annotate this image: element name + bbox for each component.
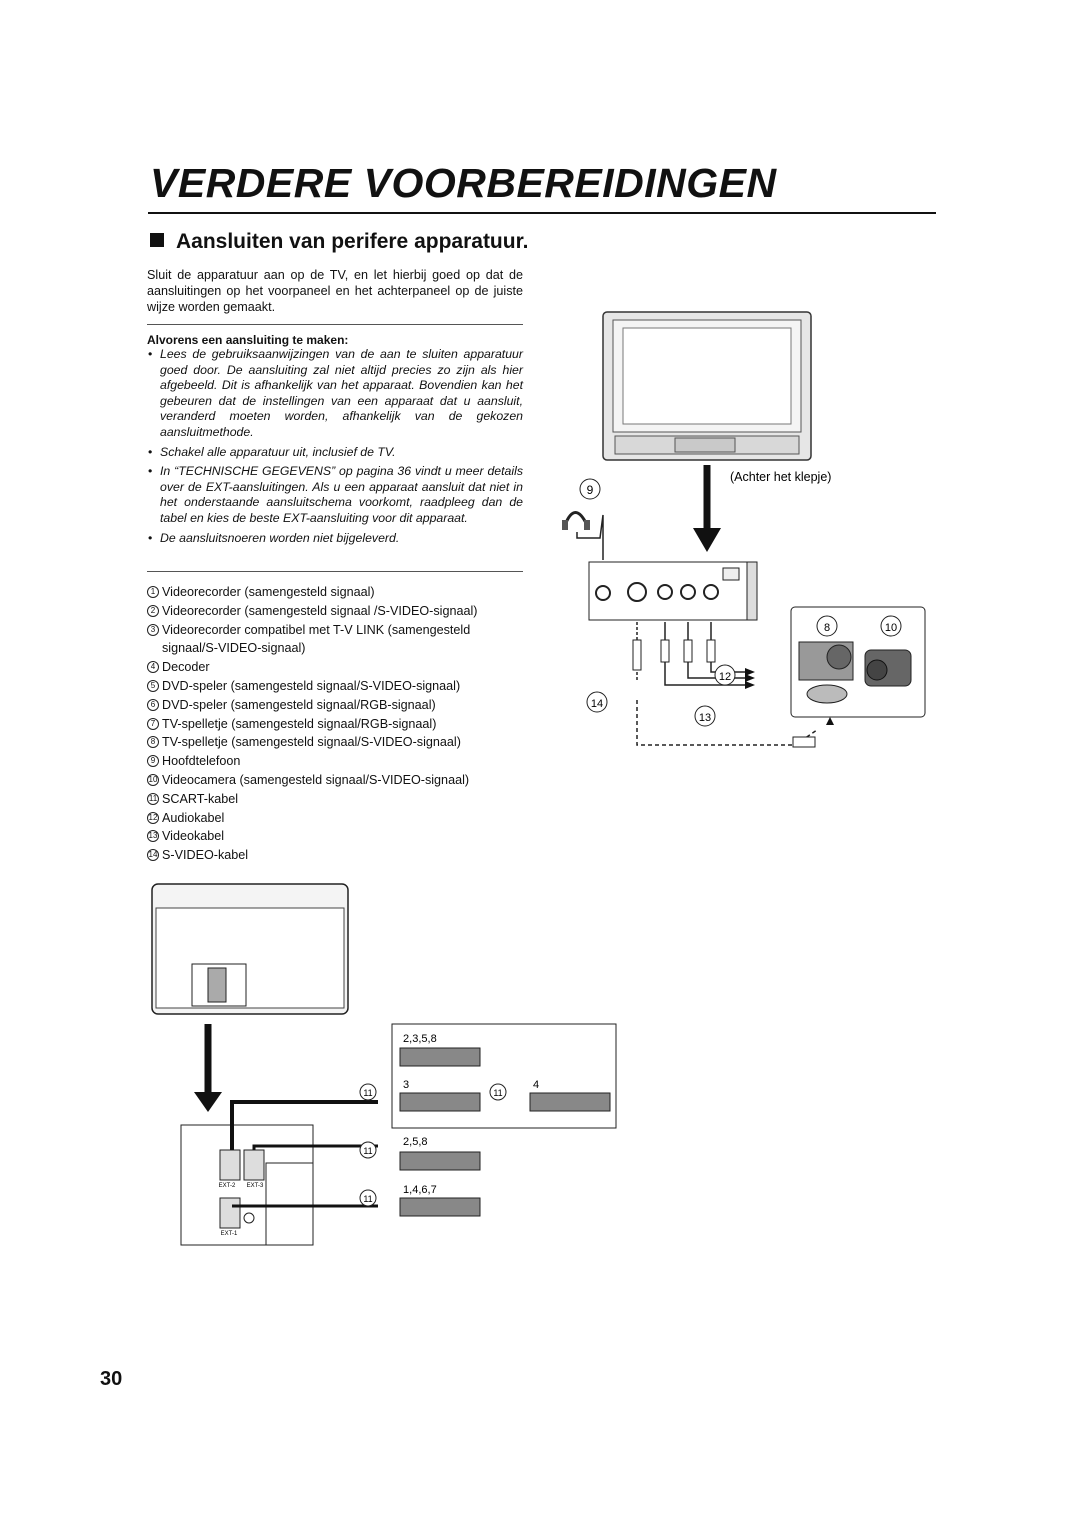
list-item: De aansluitsnoeren worden niet bijgeleve… [147, 531, 523, 547]
front-caption: (Achter het klepje) [730, 470, 831, 484]
item-number-badge: 4 [147, 661, 159, 674]
item-label: DVD-speler (samengesteld signaal/S-VIDEO… [162, 678, 461, 693]
group-top-label: 2,3,5,8 [403, 1033, 437, 1045]
item-label: Decoder [162, 660, 210, 675]
panel-label-ext1: EXT-1 [221, 1231, 238, 1237]
callout-scart: 11 [493, 1088, 502, 1098]
title-rule [148, 212, 936, 214]
item-number-badge: 12 [147, 811, 159, 824]
list-item: Lees de gebruiksaanwijzingen van de aan … [147, 347, 523, 441]
item-label: TV-spelletje (samengesteld signaal/S-VID… [162, 735, 461, 750]
item-number-badge: 14 [147, 849, 159, 862]
camcorder-icon [864, 649, 912, 687]
page-title: VERDERE VOORBEREIDINGEN [150, 160, 777, 206]
page-number: 30 [100, 1368, 123, 1390]
item-label: Videorecorder (samengesteld signaal /S-V… [162, 603, 478, 618]
arrow-down-icon [194, 1024, 222, 1112]
callout-scart: 11 [363, 1194, 372, 1204]
item-number-badge: 7 [147, 717, 159, 730]
device-ext2 [399, 1151, 481, 1171]
callout-audio-cable: 12 [719, 671, 731, 683]
section-heading-text: Aansluiten van perifere apparatuur. [176, 230, 529, 253]
callout-video-cable: 13 [699, 712, 711, 724]
callout-camera: 10 [885, 622, 897, 634]
divider [147, 571, 523, 572]
panel-label-ext2: EXT-2 [219, 1183, 236, 1189]
item-label: S-VIDEO-kabel [162, 848, 249, 863]
item-number-badge: 13 [147, 830, 159, 843]
square-bullet-icon [150, 233, 164, 247]
front-input-panel [588, 561, 758, 621]
game-and-camera-box: 8 10 [790, 606, 926, 718]
item-number-badge: 9 [147, 755, 159, 768]
item-number-badge: 6 [147, 698, 159, 711]
callout-game: 8 [824, 622, 830, 634]
callout-scart: 11 [363, 1088, 372, 1098]
item-label: Audiokabel [162, 810, 225, 825]
item-label: DVD-speler (samengesteld signaal/RGB-sig… [162, 697, 436, 712]
arrow-down-icon [693, 465, 721, 552]
game-controller-icon [806, 684, 848, 704]
list-item: In “TECHNISCHE GEGEVENS” op pagina 36 vi… [147, 464, 523, 526]
item-label: Videorecorder (samengesteld signaal) [162, 585, 375, 599]
item-number-badge: 1 [147, 586, 159, 598]
tv-back-illustration [151, 883, 349, 1015]
front-connection-diagram: (Achter het klepje) 9 12 13 14 [562, 311, 926, 748]
headphone-icon [562, 511, 604, 560]
item-number-badge: 8 [147, 736, 159, 749]
item-label: Videokabel [162, 829, 225, 844]
back-connection-diagram: EXT-2 EXT-3 EXT-1 2,3,5,8 3 4 11 11 11 1… [151, 883, 617, 1246]
item-label: TV-spelletje (samengesteld signaal/RGB-s… [162, 716, 437, 731]
item-number-badge: 5 [147, 679, 159, 692]
item-label: SCART-kabel [162, 791, 239, 806]
device-mid-right [529, 1092, 611, 1112]
group-ext2-label: 2,5,8 [403, 1136, 428, 1148]
callout-scart: 11 [363, 1146, 372, 1156]
tv-front-illustration [602, 311, 812, 461]
item-label: Videorecorder compatibel met T-V LINK (s… [162, 622, 471, 656]
item-number-badge: 2 [147, 604, 159, 617]
group-ext1-label: 1,4,6,7 [403, 1184, 437, 1196]
subheading: Alvorens een aansluiting te maken: [147, 333, 349, 347]
item-label: Hoofdtelefoon [162, 754, 241, 769]
group-mid-left-label: 3 [403, 1079, 409, 1091]
device-top [399, 1047, 481, 1067]
callout-headphone: 9 [587, 483, 594, 497]
precaution-list: Lees de gebruiksaanwijzingen van de aan … [147, 347, 523, 550]
callout-svideo-cable: 14 [591, 698, 603, 710]
item-number-badge: 10 [147, 773, 159, 786]
list-item: Schakel alle apparatuur uit, inclusief d… [147, 445, 523, 461]
divider [147, 324, 523, 325]
panel-label-ext3: EXT-3 [247, 1183, 264, 1189]
group-mid-right-label: 4 [533, 1079, 539, 1091]
item-number-badge: 3 [147, 623, 159, 636]
intro-paragraph: Sluit de apparatuur aan op de TV, en let… [147, 268, 523, 314]
device-mid-left [399, 1092, 481, 1112]
section-heading: Aansluiten van perifere apparatuur. [150, 230, 528, 254]
device-ext1 [399, 1197, 481, 1217]
item-label: Videocamera (samengesteld signaal/S-VIDE… [162, 772, 470, 787]
item-number-badge: 11 [147, 792, 159, 805]
